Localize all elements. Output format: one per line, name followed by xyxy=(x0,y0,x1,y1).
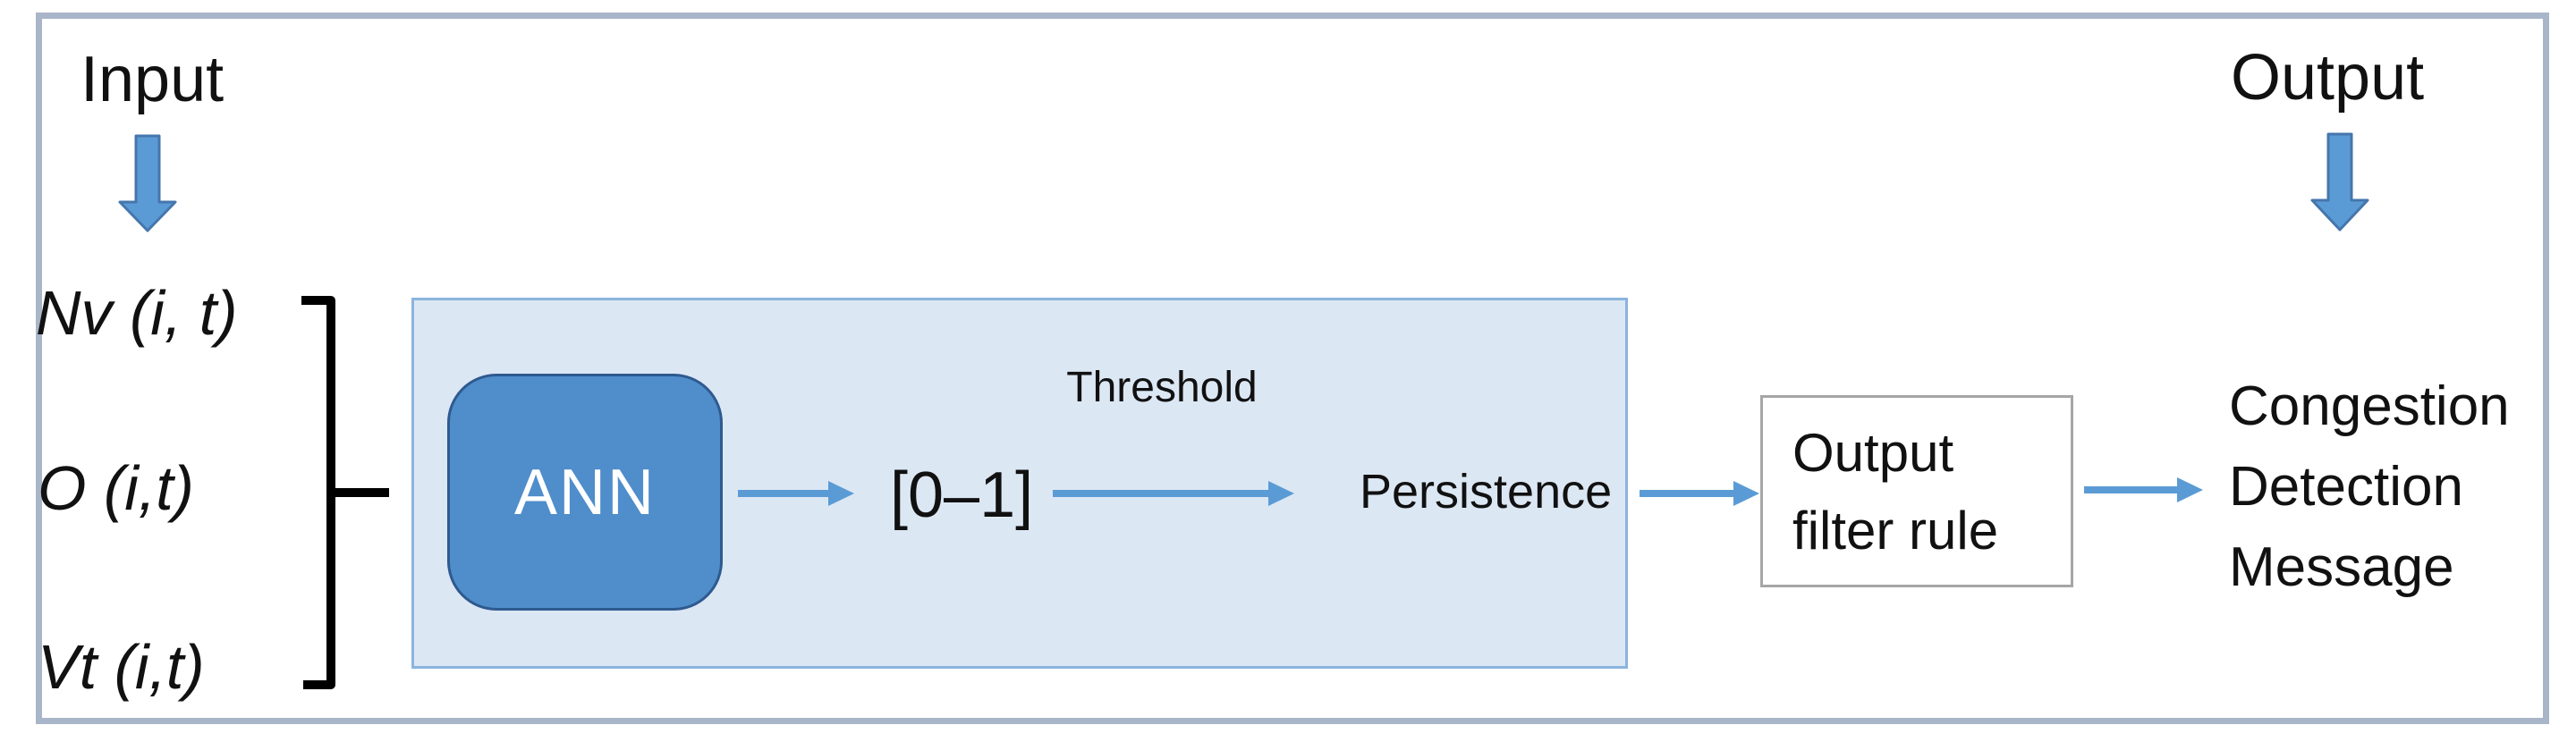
flow-arrow-to-message-icon xyxy=(2084,477,2203,502)
range-value-label: [0–1] xyxy=(890,460,1034,531)
flow-arrow-ann-to-range-icon xyxy=(738,481,854,506)
persistence-label: Persistence xyxy=(1360,465,1613,519)
output-filter-rule-line2: filter rule xyxy=(1792,500,1999,561)
ann-node: ANN xyxy=(447,374,723,611)
output-down-arrow-icon xyxy=(2310,132,2369,232)
threshold-label: Threshold xyxy=(1066,364,1258,411)
input-variable-vt: Vt (i,t) xyxy=(38,632,205,702)
input-variable-nv: Nv (i, t) xyxy=(36,278,238,348)
input-variable-o: O (i,t) xyxy=(38,453,194,523)
input-down-arrow-icon xyxy=(118,134,177,232)
input-title: Input xyxy=(80,44,225,115)
message-line-3: Message xyxy=(2229,536,2454,598)
flow-arrow-to-filter-icon xyxy=(1640,481,1759,506)
output-filter-rule-node: Output filter rule xyxy=(1760,395,2073,587)
diagram-frame xyxy=(36,13,2549,724)
congestion-detection-message: Congestion Detection Message xyxy=(2229,367,2510,608)
ann-node-label: ANN xyxy=(513,456,656,528)
flow-arrow-threshold-icon xyxy=(1053,481,1294,506)
output-filter-rule-line1: Output xyxy=(1792,422,1954,483)
message-line-2: Detection xyxy=(2229,456,2463,518)
input-group-bracket xyxy=(301,296,389,689)
message-line-1: Congestion xyxy=(2229,375,2510,437)
output-title: Output xyxy=(2231,42,2425,114)
